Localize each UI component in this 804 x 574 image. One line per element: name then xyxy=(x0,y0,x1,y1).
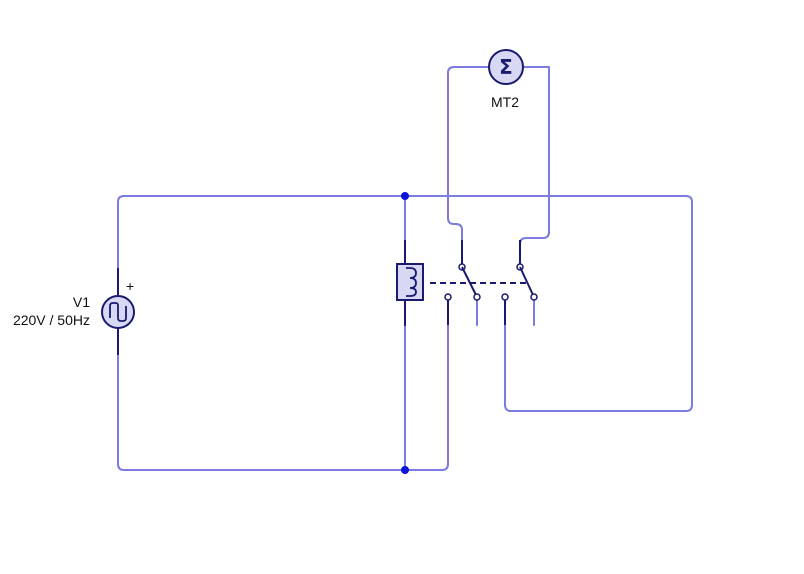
wires xyxy=(117,66,693,471)
wire-motor-left xyxy=(447,66,489,246)
ac-source-v1[interactable] xyxy=(101,268,135,355)
source-rating-label: 220V / 50Hz xyxy=(13,312,90,328)
source-polarity-mark: + xyxy=(126,278,134,294)
motor-mt2[interactable]: Σ xyxy=(488,49,524,85)
junction-node-bottom xyxy=(401,466,409,474)
motor-sigma-icon: Σ xyxy=(499,55,513,79)
junction-node-top xyxy=(401,192,409,200)
sine-wave-icon xyxy=(109,302,127,322)
relay-coil[interactable] xyxy=(396,240,424,326)
wire-bottom-rail xyxy=(117,324,449,471)
wire-top-rail xyxy=(117,195,693,412)
coil-winding-icon xyxy=(406,267,417,297)
source-name-label: V1 xyxy=(73,294,90,310)
relay-contact-2[interactable] xyxy=(501,240,538,325)
relay-contact-1[interactable] xyxy=(444,240,481,325)
motor-name-label: MT2 xyxy=(491,94,519,110)
wire-motor-right xyxy=(519,66,550,246)
